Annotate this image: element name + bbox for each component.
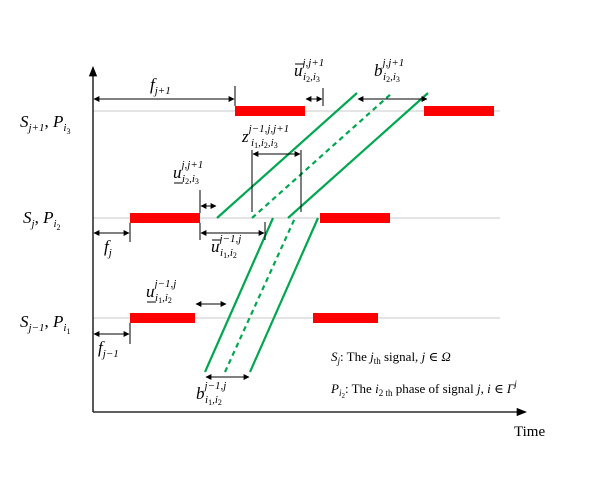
offset-label-bottom: fj−1 — [98, 338, 119, 360]
legend-line-2: Pi2: The i2 th phase of signal j, i ∈ Γj — [330, 379, 517, 400]
red-bar-middle-2 — [320, 213, 390, 223]
offset-label-top: fj+1 — [150, 75, 171, 97]
dimension-arrows — [93, 96, 428, 380]
annotation-u-under-mid: uj,j+1 i2,i3 — [173, 153, 208, 186]
annotation-u-bar-mid: uj−1,j i1,i2 — [211, 227, 246, 260]
annotation-u-under-bottom: uj−1,j i1,i2 — [146, 272, 181, 305]
green-line-lower-dashed — [223, 217, 297, 373]
red-signal-bars — [130, 106, 494, 323]
annotation-u-bar-top: uj,j+1 i2,i3 — [294, 51, 329, 84]
x-axis-label: Time — [514, 424, 545, 440]
legend-line-1: Sj: The jth signal, j ∈ Ω — [331, 349, 451, 366]
annotation-b-bottom: bj−1,j i1,i2 — [196, 374, 231, 407]
row-label-bottom: Sj−1, Pi1 — [20, 312, 70, 336]
row-label-top: Sj+1, Pi3 — [20, 112, 70, 136]
green-line-upper-dashed — [251, 92, 393, 219]
red-bar-bottom-2 — [313, 313, 378, 323]
green-line-lower-left — [203, 217, 275, 373]
offset-label-middle: fj — [104, 237, 112, 259]
axes — [88, 65, 528, 417]
green-line-upper-right — [287, 92, 429, 219]
annotation-z-mid: zj−1,j,j+1 i1,i2,i3 — [241, 117, 293, 150]
red-bar-top-2 — [424, 106, 494, 116]
u-symbol-bars — [147, 63, 304, 303]
green-line-lower-right — [248, 217, 320, 373]
red-bar-bottom-1 — [130, 313, 195, 323]
red-bar-middle-1 — [130, 213, 200, 223]
annotation-b-top: bj,j+1 i2,i3 — [374, 51, 409, 84]
red-bar-top-1 — [235, 106, 305, 116]
dimension-ticks — [92, 86, 324, 344]
row-label-middle: Sj, Pi2 — [23, 208, 61, 232]
